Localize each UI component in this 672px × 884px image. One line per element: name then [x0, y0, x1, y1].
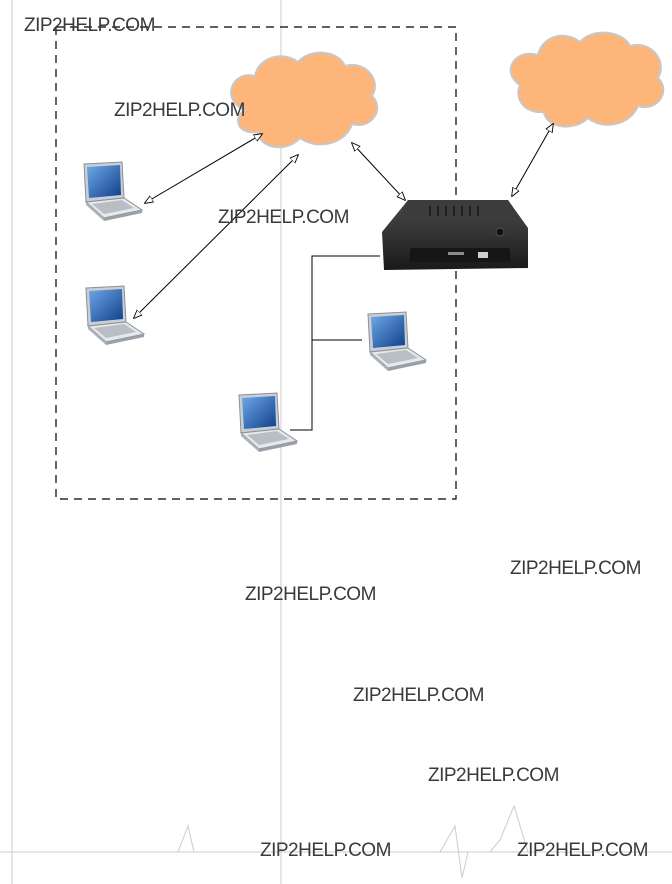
watermark-text: ZIP2HELP.COM	[114, 100, 245, 121]
laptop-icon	[83, 161, 143, 222]
watermark-text: ZIP2HELP.COM	[428, 765, 559, 786]
cloud-icon	[509, 31, 665, 128]
laptop-icon	[238, 392, 298, 453]
router-icon	[382, 200, 528, 270]
wireless-link	[512, 124, 553, 196]
watermark-text: ZIP2HELP.COM	[24, 15, 155, 36]
wireless-link	[145, 134, 262, 203]
connection-lines	[134, 124, 553, 431]
wired-link	[290, 255, 380, 431]
laptop-icon	[85, 285, 145, 346]
watermark-text: ZIP2HELP.COM	[260, 840, 391, 861]
wireless-link	[352, 143, 405, 200]
watermark-text: ZIP2HELP.COM	[517, 840, 648, 861]
watermark-text: ZIP2HELP.COM	[218, 207, 349, 228]
cloud-icon	[230, 51, 379, 149]
laptop-icon	[367, 311, 427, 372]
watermark-text: ZIP2HELP.COM	[353, 685, 484, 706]
watermark-text: ZIP2HELP.COM	[245, 584, 376, 605]
wireless-link	[134, 155, 298, 318]
watermark-text: ZIP2HELP.COM	[510, 558, 641, 579]
